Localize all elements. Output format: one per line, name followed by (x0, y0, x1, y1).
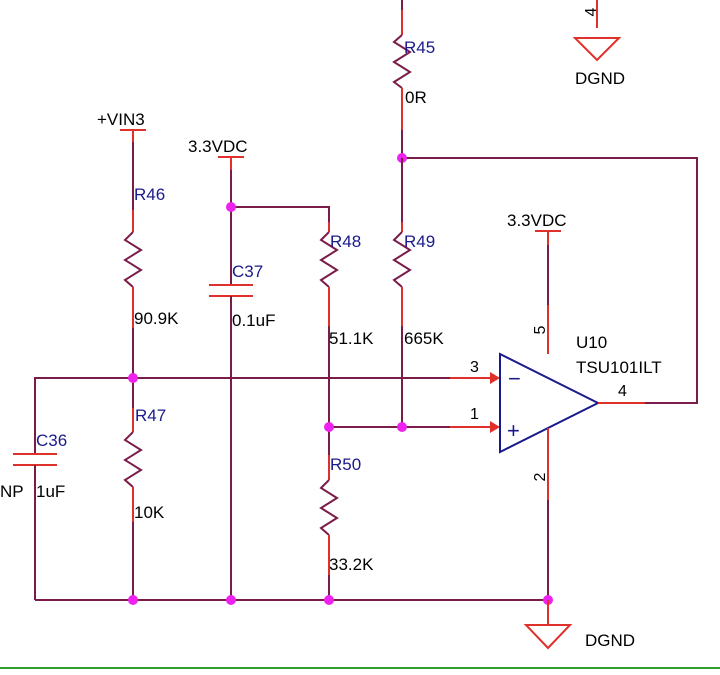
vin3-label: +VIN3 (97, 110, 145, 129)
R45-value: 0R (405, 88, 427, 107)
R46-ref: R46 (134, 185, 165, 204)
svg-text:+: + (507, 418, 520, 443)
R48-resistor (319, 222, 339, 427)
R49-value: 665K (404, 329, 444, 348)
C36-prefix: NP (0, 482, 24, 501)
dgnd-bottom-label: DGND (585, 631, 635, 650)
vdc-c37-label: 3.3VDC (188, 137, 248, 156)
vin3-power-symbol (120, 129, 146, 142)
junction (324, 422, 334, 432)
R49-resistor (392, 158, 412, 427)
top-ground-pin-number: 4 (583, 7, 600, 16)
junction (324, 595, 334, 605)
R46-value: 90.9K (134, 309, 179, 328)
dgnd-top-label: DGND (575, 69, 625, 88)
u10-pin3-number: 3 (470, 359, 479, 376)
u10-pin1-number: 1 (470, 406, 479, 423)
R48-ref: R48 (330, 232, 361, 251)
bottom-ground-symbol (523, 600, 573, 650)
u10-vcc-symbol (535, 230, 561, 354)
u10-pin2-number: 2 (532, 472, 549, 481)
R50-value: 33.2K (329, 555, 374, 574)
C37-value: 0.1uF (232, 311, 275, 330)
feedback-wire (402, 157, 698, 404)
C36-capacitor (13, 377, 133, 600)
pin3-arrow (490, 372, 500, 384)
pin1-arrow (490, 421, 500, 433)
R47-ref: R47 (135, 406, 166, 425)
junction (226, 595, 236, 605)
c37-power-symbol (218, 156, 244, 170)
C36-value: 1uF (36, 482, 65, 501)
R47-resistor (123, 378, 143, 600)
R46-resistor (123, 142, 143, 378)
junction (128, 595, 138, 605)
R50-resistor (319, 427, 339, 600)
U10-opamp: − + (499, 352, 601, 454)
junction (128, 373, 138, 383)
U10-ref: U10 (576, 333, 607, 352)
R50-ref: R50 (330, 455, 361, 474)
U10-part: TSU101ILT (576, 358, 662, 377)
junction (226, 202, 236, 212)
R48-value: 51.1K (329, 329, 374, 348)
C37-capacitor (209, 170, 253, 600)
top-ground-symbol (572, 0, 622, 62)
C36-ref: C36 (36, 431, 67, 450)
svg-text:−: − (508, 366, 521, 391)
u10-pin5-number: 5 (532, 325, 549, 334)
R45-ref: R45 (404, 38, 435, 57)
u10-pin4-number: 4 (618, 383, 627, 400)
R45-resistor (392, 0, 412, 158)
R49-ref: R49 (404, 232, 435, 251)
c37-r48-wire (231, 206, 330, 222)
vdc-u10-label: 3.3VDC (507, 211, 567, 230)
C37-ref: C37 (232, 262, 263, 281)
R47-value: 10K (134, 503, 165, 522)
junction (397, 422, 407, 432)
